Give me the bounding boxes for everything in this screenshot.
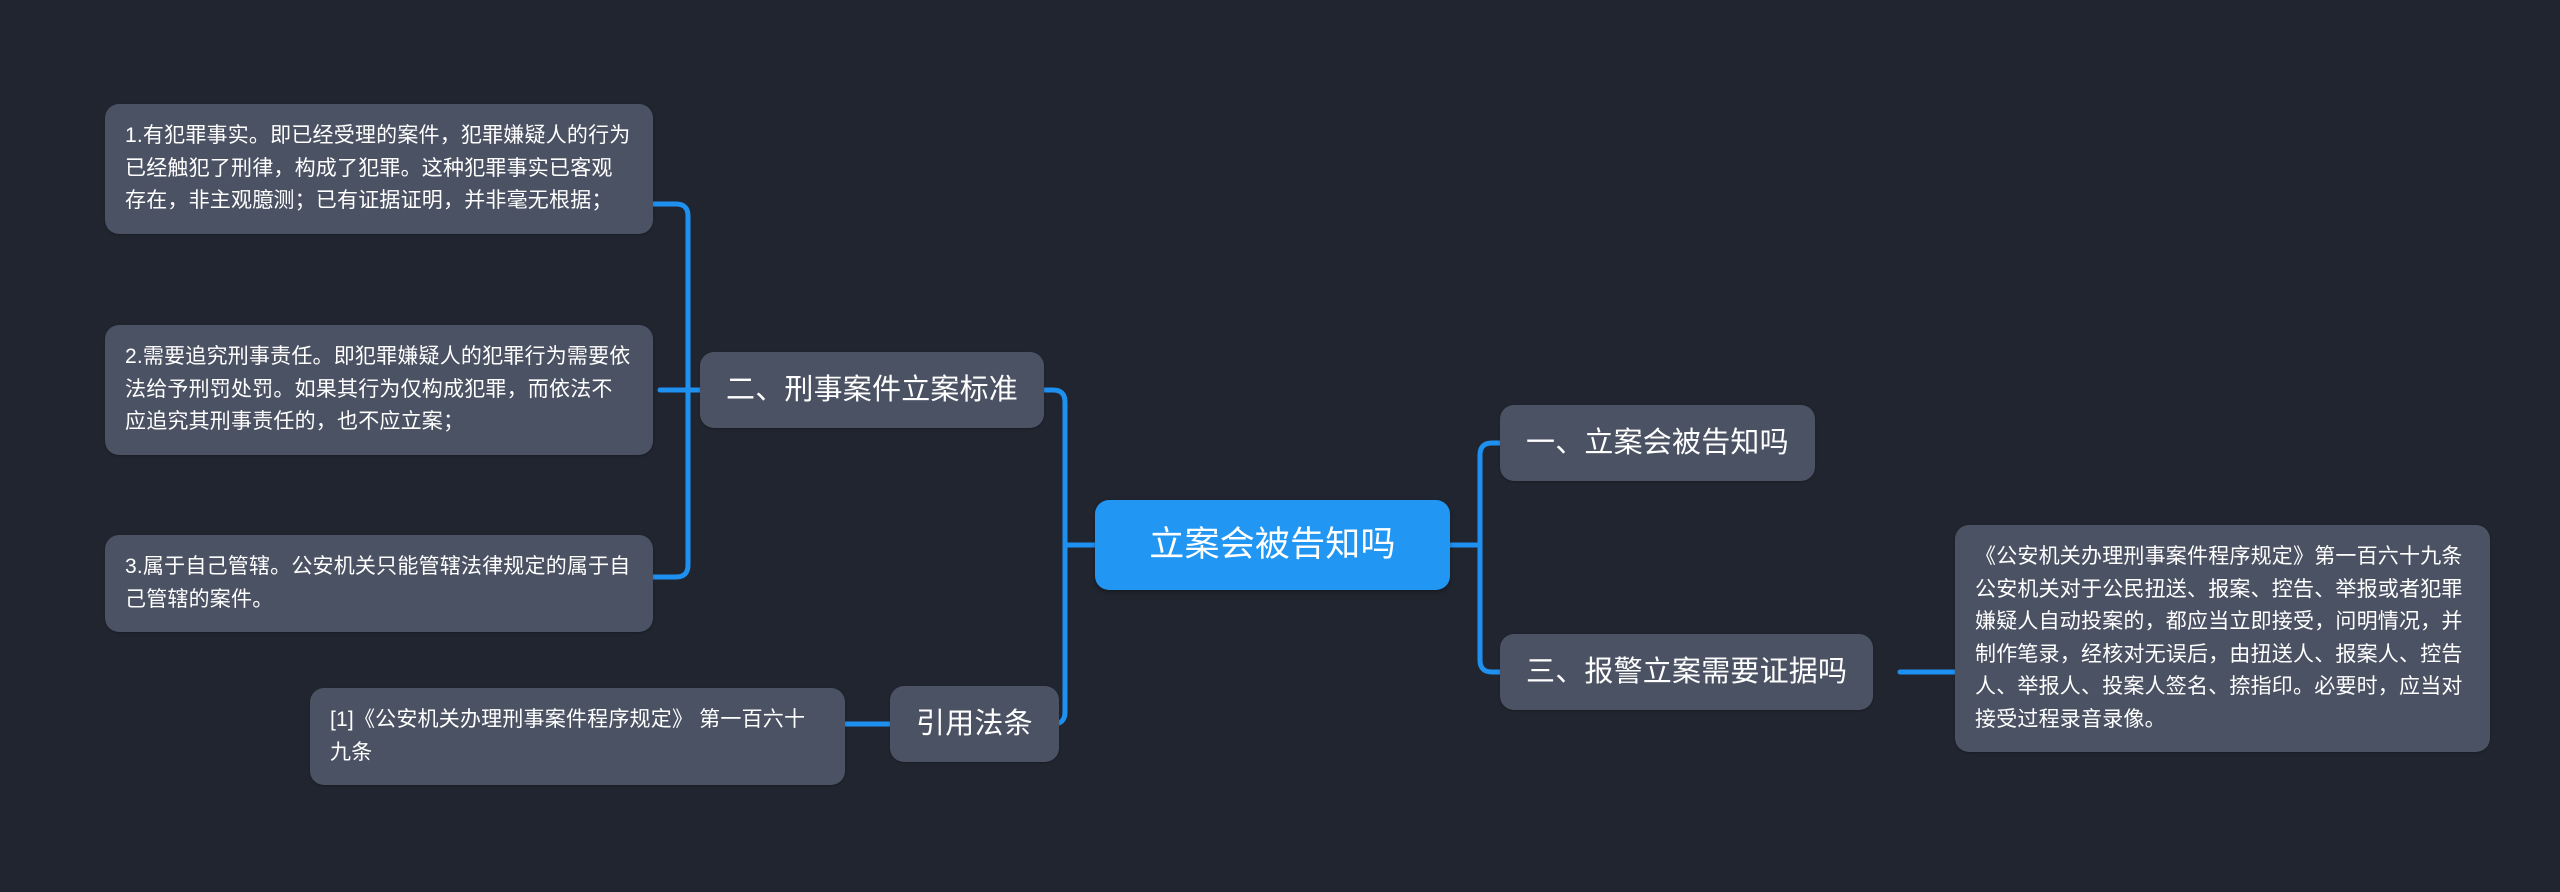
leaf-node-label: 《公安机关办理刑事案件程序规定》第一百六十九条公安机关对于公民扭送、报案、控告、… <box>1975 545 2463 731</box>
leaf-node-label: 1.有犯罪事实。即已经受理的案件，犯罪嫌疑人的行为已经触犯了刑律，构成了犯罪。这… <box>125 124 631 213</box>
link-branch1-child1 <box>647 201 691 393</box>
leaf-node-label: [1]《公安机关办理刑事案件程序规定》 第一百六十九条 <box>330 708 806 764</box>
link-left-spine <box>1042 387 1068 548</box>
link-right-spine-top <box>1477 440 1503 548</box>
leaf-node-label: 3.属于自己管辖。公安机关只能管辖法律规定的属于自己管辖的案件。 <box>125 555 631 611</box>
branch-node-label: 二、刑事案件立案标准 <box>726 373 1019 406</box>
leaf-node-label: 2.需要追究刑事责任。即犯罪嫌疑人的犯罪行为需要依法给予刑罚处罚。如果其行为仅构… <box>125 345 631 434</box>
branch-node-label: 引用法条 <box>916 707 1033 740</box>
branch-node-cited-statutes[interactable]: 引用法条 <box>890 686 1059 762</box>
leaf-node-cited-statute[interactable]: [1]《公安机关办理刑事案件程序规定》 第一百六十九条 <box>310 688 845 786</box>
branch-node-criminal-case-filing-standard[interactable]: 二、刑事案件立案标准 <box>700 352 1045 428</box>
root-node-label: 立案会被告知吗 <box>1149 524 1396 564</box>
link-right-spine-bottom <box>1477 542 1503 675</box>
branch-node-label: 一、立案会被告知吗 <box>1526 426 1789 459</box>
branch-node-label: 三、报警立案需要证据吗 <box>1526 655 1848 688</box>
root-node-will-case-filing-be-notified[interactable]: 立案会被告知吗 <box>1095 500 1450 590</box>
link-branch1-child3 <box>647 387 691 580</box>
leaf-node-criterion-3[interactable]: 3.属于自己管辖。公安机关只能管辖法律规定的属于自己管辖的案件。 <box>105 535 653 633</box>
leaf-node-criterion-1[interactable]: 1.有犯罪事实。即已经受理的案件，犯罪嫌疑人的行为已经触犯了刑律，构成了犯罪。这… <box>105 104 653 234</box>
leaf-node-criterion-2[interactable]: 2.需要追究刑事责任。即犯罪嫌疑人的犯罪行为需要依法给予刑罚处罚。如果其行为仅构… <box>105 325 653 455</box>
leaf-node-police-report-evidence-regulation[interactable]: 《公安机关办理刑事案件程序规定》第一百六十九条公安机关对于公民扭送、报案、控告、… <box>1955 525 2490 753</box>
branch-node-question-one[interactable]: 一、立案会被告知吗 <box>1500 405 1815 481</box>
branch-node-question-three[interactable]: 三、报警立案需要证据吗 <box>1500 634 1874 710</box>
